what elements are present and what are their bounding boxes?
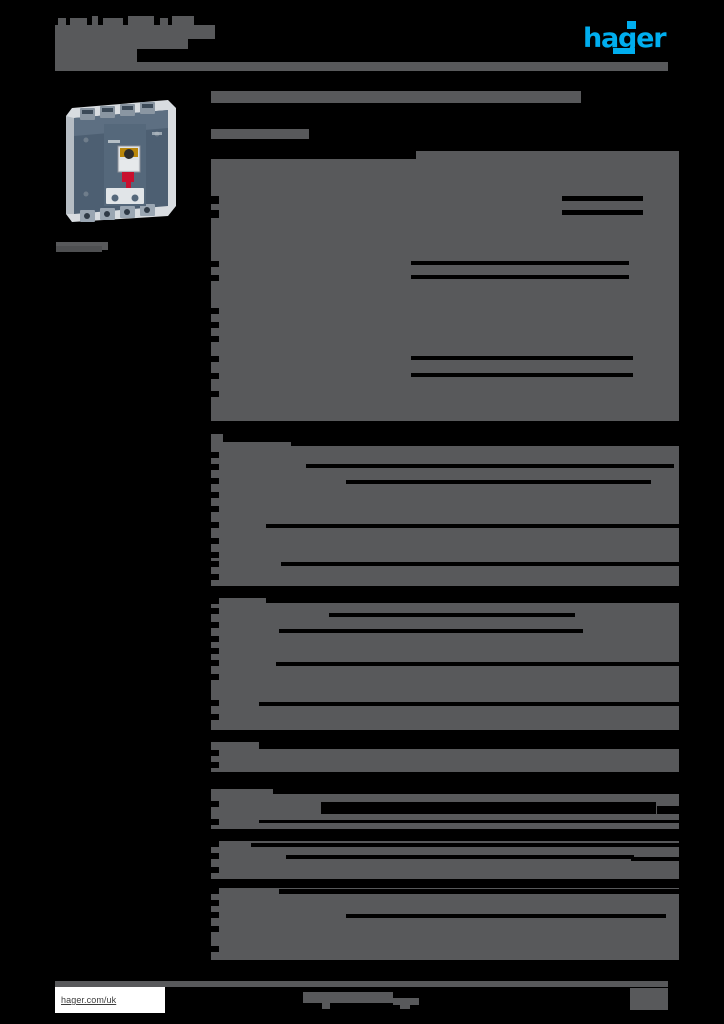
spec-section-3	[211, 598, 679, 730]
spec-section-2	[211, 434, 679, 586]
spec-section-7	[211, 888, 679, 960]
footer-url-box	[55, 987, 165, 1013]
product-image	[56, 88, 186, 238]
spec-section-4	[211, 742, 679, 772]
product-image-caption-redaction-2	[56, 246, 102, 252]
spec-section-5	[211, 789, 679, 829]
page-title-redaction	[211, 91, 581, 103]
circuit-breaker-illustration	[66, 100, 176, 222]
hager-logo-text: hager	[583, 23, 667, 54]
footer-url-link[interactable]: hager.com/uk	[61, 995, 117, 1005]
spec-section-1	[211, 151, 679, 421]
hager-logo: hager	[583, 21, 683, 54]
page-subtitle-redaction	[211, 129, 309, 139]
header-divider	[55, 62, 668, 71]
spec-section-6	[211, 841, 679, 879]
page-header: hager	[0, 0, 724, 92]
footer-divider	[55, 981, 668, 987]
